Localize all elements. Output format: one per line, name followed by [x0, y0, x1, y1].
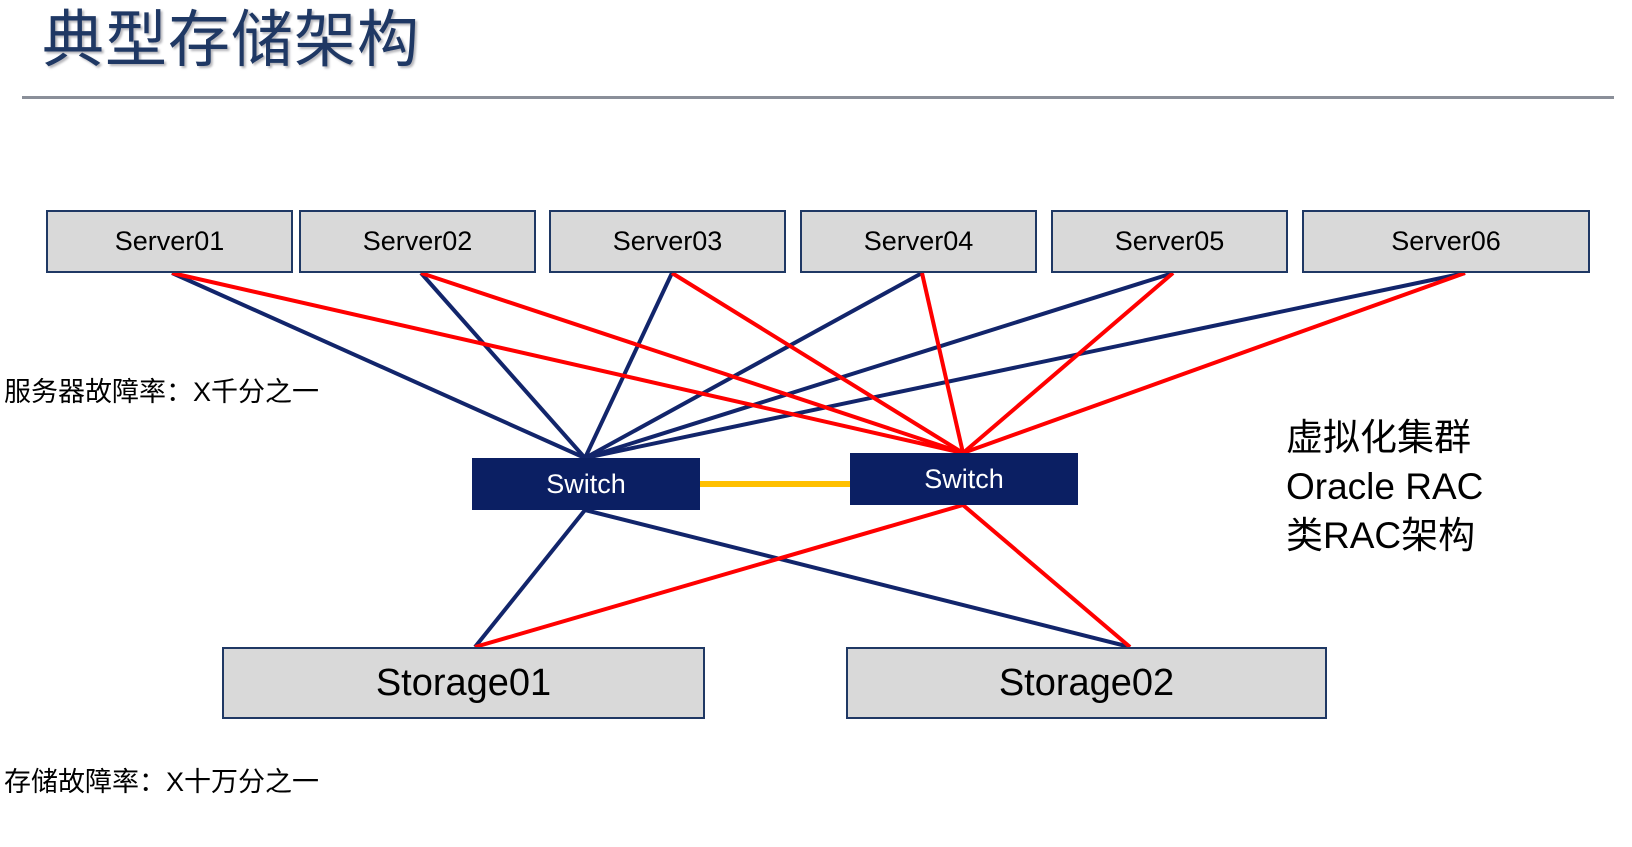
- link-server03-to-switch-right: [670, 271, 965, 455]
- storage-node-storage01[interactable]: Storage01: [222, 647, 705, 719]
- link-server04-to-switch-left: [584, 271, 923, 460]
- server-failure-rate-label: 服务器故障率：X千分之一: [4, 377, 320, 407]
- storage-node-label: Storage01: [375, 661, 552, 704]
- switch-node-label: Switch: [924, 463, 1004, 494]
- link-switch-right-to-storage02: [961, 503, 1132, 649]
- link-switch-right-to-storage01: [474, 503, 964, 649]
- switch-node-switch-right[interactable]: Switch: [850, 453, 1078, 505]
- page-title: 典型存储架构: [42, 6, 421, 75]
- server-node-server03[interactable]: Server03: [549, 210, 786, 273]
- storage-node-storage02[interactable]: Storage02: [846, 647, 1327, 719]
- server-node-server01[interactable]: Server01: [46, 210, 293, 273]
- server-node-label: Server02: [362, 226, 473, 256]
- server-node-server06[interactable]: Server06: [1302, 210, 1590, 273]
- storage-node-label: Storage02: [998, 661, 1175, 704]
- link-server05-to-switch-left: [584, 271, 1174, 460]
- link-switch-left-to-storage02: [584, 508, 1131, 649]
- link-switch-left-to-storage01: [473, 508, 587, 649]
- server-node-server05[interactable]: Server05: [1051, 210, 1288, 273]
- server-node-label: Server05: [1114, 226, 1225, 256]
- server-node-label: Server04: [863, 226, 974, 256]
- server-node-server02[interactable]: Server02: [299, 210, 536, 273]
- server-node-label: Server03: [612, 226, 723, 256]
- switch-node-switch-left[interactable]: Switch: [472, 458, 700, 510]
- server-node-server04[interactable]: Server04: [800, 210, 1037, 273]
- cluster-note: 虚拟化集群 Oracle RAC 类RAC架构: [1286, 413, 1483, 561]
- cluster-note-line-1: 虚拟化集群: [1286, 417, 1471, 458]
- server-node-label: Server06: [1391, 226, 1501, 256]
- link-server05-to-switch-right: [961, 271, 1175, 455]
- switch-node-label: Switch: [546, 468, 626, 499]
- storage-failure-rate-label: 存储故障率：X十万分之一: [4, 767, 320, 797]
- server-node-label: Server01: [114, 226, 225, 256]
- link-server02-to-switch-left: [419, 271, 587, 460]
- link-server06-to-switch-right: [962, 271, 1466, 455]
- cluster-note-line-2: Oracle RAC: [1286, 466, 1484, 508]
- link-server06-to-switch-left: [584, 271, 1466, 460]
- link-server04-to-switch-right: [920, 272, 965, 454]
- link-server02-to-switch-right: [420, 271, 964, 455]
- cluster-note-line-3: 类RAC架构: [1286, 515, 1476, 557]
- link-server01-to-switch-left: [171, 271, 586, 460]
- link-server01-to-switch-right: [171, 271, 964, 455]
- link-server03-to-switch-left: [583, 272, 674, 459]
- title-divider: [22, 96, 1614, 99]
